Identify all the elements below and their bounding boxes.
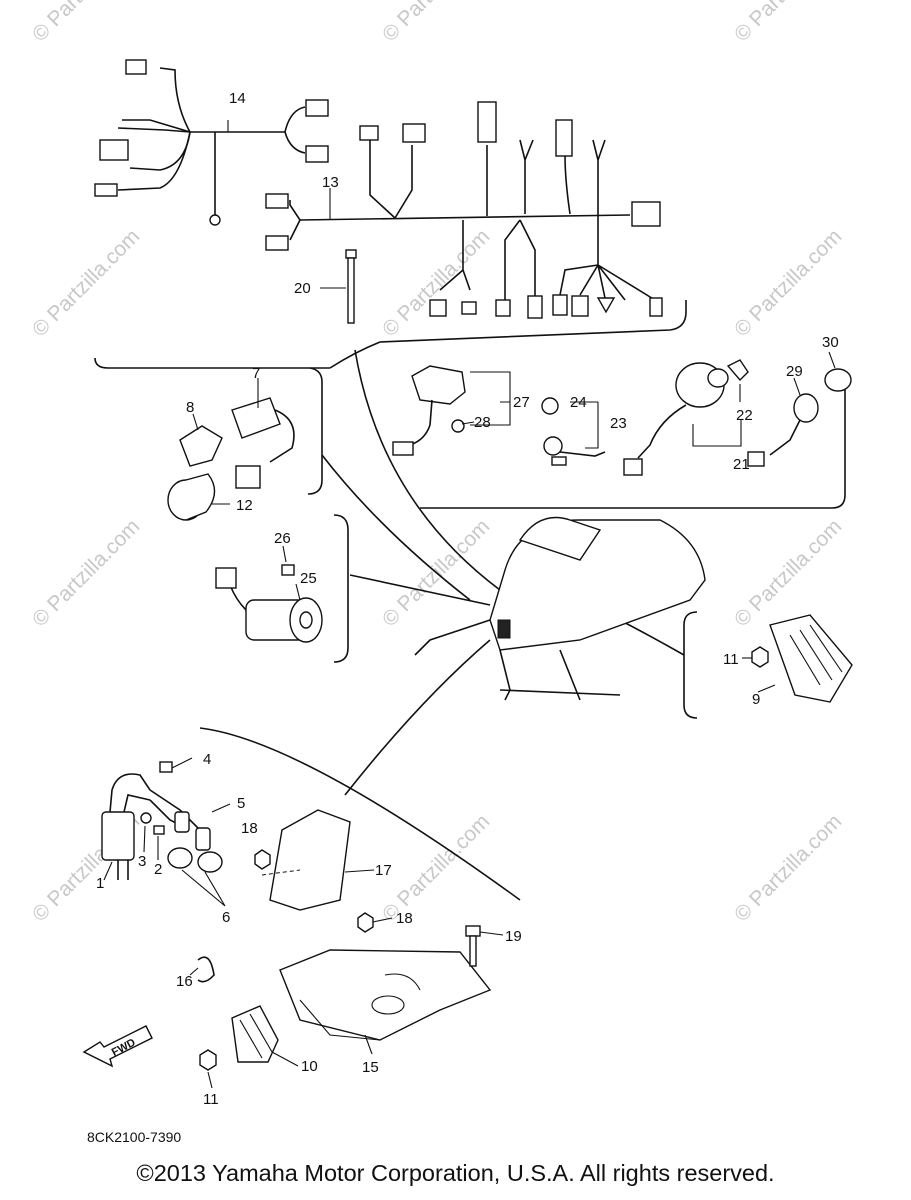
callout-11-b: 11 [203, 1091, 219, 1108]
callout-14: 14 [229, 90, 246, 107]
holder-12 [167, 473, 216, 521]
callout-numbers: 14 13 20 7 8 12 27 28 24 23 22 21 29 30 … [96, 90, 839, 1108]
wire-harness-13 [265, 101, 663, 319]
callout-19: 19 [505, 928, 522, 945]
callout-16: 16 [176, 973, 193, 990]
callout-15: 15 [362, 1059, 379, 1076]
callout-9: 9 [752, 691, 760, 708]
callout-7: 7 [252, 365, 260, 382]
nut-11 [751, 646, 769, 668]
diagram-code: 8CK2100-7390 [87, 1129, 181, 1145]
harness-group-frame [94, 300, 687, 369]
grommet-30 [824, 368, 852, 392]
nut-18 [254, 849, 271, 870]
callout-23: 23 [610, 415, 627, 432]
callout-25: 25 [300, 570, 317, 587]
wire-harness-14 [94, 59, 329, 226]
bracket-8 [179, 425, 223, 467]
callout-leaders [103, 120, 836, 1089]
washer-3 [140, 812, 152, 824]
callout-18: 18 [241, 820, 258, 837]
fwd-arrow-icon: FWD [82, 1025, 153, 1068]
callout-28: 28 [474, 414, 491, 431]
callout-20: 20 [294, 280, 311, 297]
callout-8: 8 [186, 399, 194, 416]
cable-tie-20 [345, 249, 357, 324]
callout-5: 5 [237, 795, 245, 812]
callout-24: 24 [570, 394, 587, 411]
cdi-unit-7 [231, 397, 295, 489]
callout-1: 1 [96, 875, 104, 892]
snowmobile-outline [414, 516, 706, 701]
callout-6: 6 [222, 909, 230, 926]
callout-10: 10 [301, 1058, 318, 1075]
callout-12: 12 [236, 497, 253, 514]
callout-29: 29 [786, 363, 803, 380]
callout-18-b: 18 [396, 910, 413, 927]
callout-3: 3 [138, 853, 146, 870]
screw-2 [153, 825, 165, 835]
bottom-group-frame [199, 727, 521, 901]
clamp-16 [197, 956, 215, 983]
callout-26: 26 [274, 530, 291, 547]
callout-2: 2 [154, 861, 162, 878]
callout-27: 27 [513, 394, 530, 411]
callout-17: 17 [375, 862, 392, 879]
fwd-label: FWD [110, 1036, 138, 1058]
callout-30: 30 [822, 334, 839, 351]
bracket-15 [279, 949, 492, 1041]
regulator-9 [769, 614, 853, 703]
plug-caps-5 [149, 789, 211, 851]
nut-26 [281, 564, 295, 576]
cap-4 [159, 761, 173, 773]
lamp-29 [747, 393, 819, 467]
bolt-19 [465, 925, 481, 967]
ignition-group-frame [307, 367, 323, 495]
callout-21: 21 [733, 456, 750, 473]
ignition-coil-1 [101, 773, 151, 880]
indicator-lamp-23 [541, 397, 606, 466]
starter-group-frame [333, 514, 349, 663]
dampers-6 [167, 847, 223, 873]
callout-11: 11 [723, 651, 739, 668]
copyright-notice: ©2013 Yamaha Motor Corporation, U.S.A. A… [136, 1160, 775, 1186]
relay-27 [392, 365, 466, 456]
regulator-group-frame [683, 611, 698, 719]
main-switch-21 [623, 359, 749, 476]
nut-18-b [357, 912, 374, 933]
regulator-10 [231, 1005, 279, 1063]
nut-11-b [199, 1049, 217, 1071]
starter-25 [215, 567, 323, 643]
switch-group-frame [420, 380, 846, 509]
callout-4: 4 [203, 751, 211, 768]
callout-13: 13 [322, 174, 339, 191]
callout-22: 22 [736, 407, 753, 424]
cover-17 [261, 809, 351, 911]
